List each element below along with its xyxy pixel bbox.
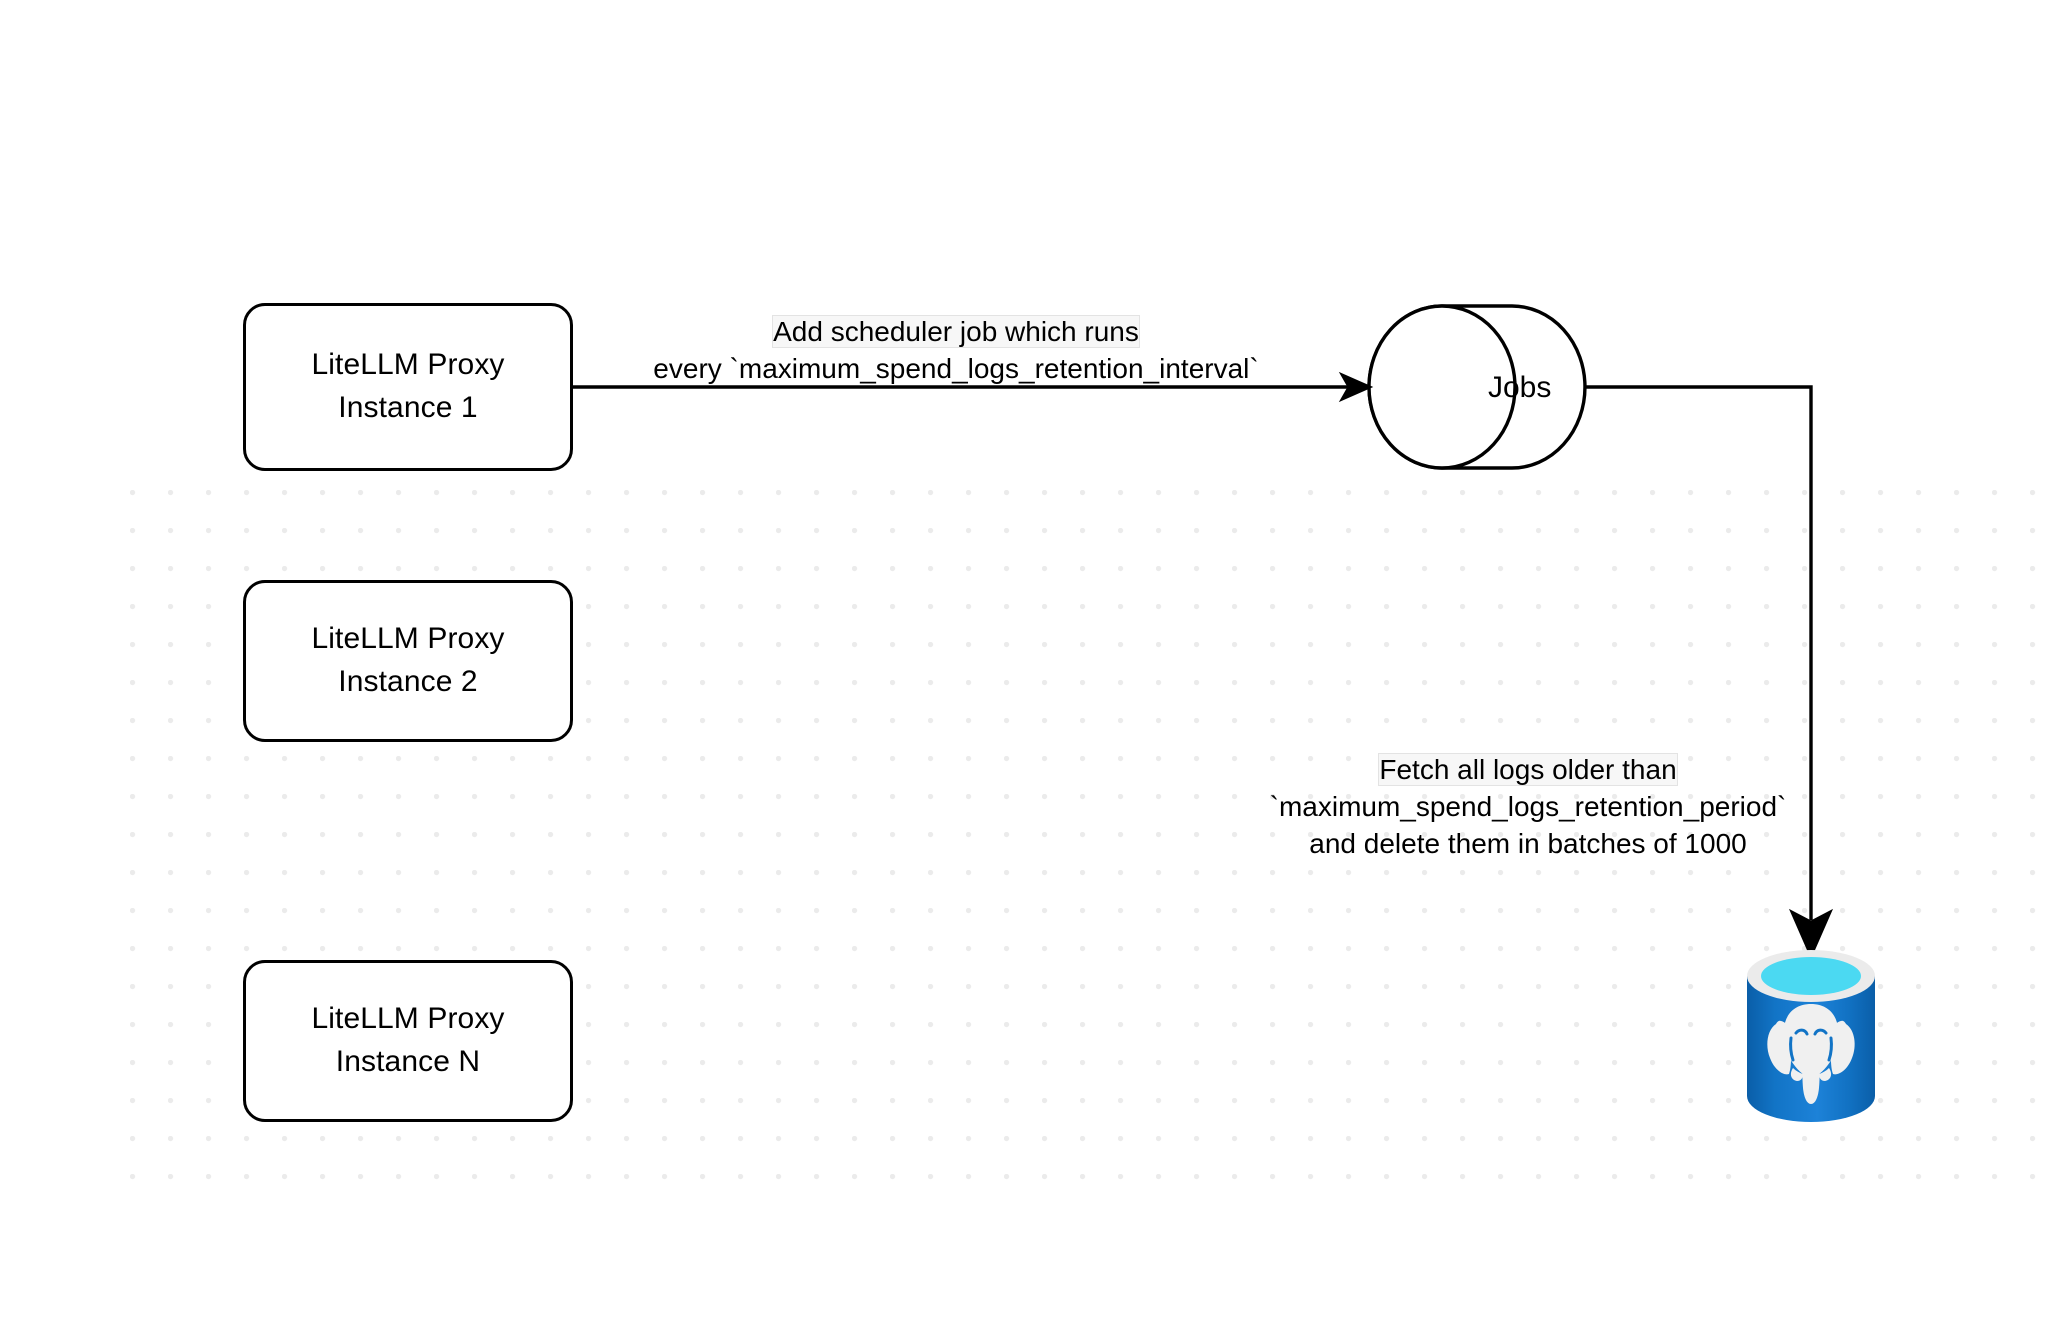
node-label-line1: LiteLLM Proxy [311,348,505,382]
edge-label-instance1-to-jobs: Add scheduler job which runs every `maxi… [616,313,1296,387]
node-label-line1: LiteLLM Proxy [311,1002,505,1036]
node-litellm-proxy-instance-2[interactable]: LiteLLM Proxy Instance 2 [243,580,573,742]
edge-jobs-to-postgres [1585,385,1834,960]
postgres-database-icon [1747,950,1875,1122]
node-litellm-proxy-instance-n[interactable]: LiteLLM Proxy Instance N [243,960,573,1122]
db-top-surface [1761,957,1861,995]
edge-instance1-to-jobs [572,371,1374,403]
jobs-cylinder-shape [1367,304,1587,470]
edge-label-line3: and delete them in batches of 1000 [1309,828,1747,860]
node-label-jobs: Jobs [1488,371,1552,404]
edge-label-line2: `maximum_spend_logs_retention_period` [1269,791,1787,823]
elephant-eye-details [1789,1028,1833,1062]
node-label-line2: Instance 1 [338,391,478,424]
node-label-line2: Instance 2 [338,665,478,698]
edge-label-line1-text: Add scheduler job which runs [773,316,1139,347]
node-label-line1: LiteLLM Proxy [311,622,505,656]
edge-label-line2: every `maximum_spend_logs_retention_inte… [653,353,1259,385]
node-litellm-proxy-instance-1[interactable]: LiteLLM Proxy Instance 1 [243,303,573,471]
node-label-line2: Instance N [335,1045,481,1078]
edge-label-jobs-to-postgres: Fetch all logs older than `maximum_spend… [1248,751,1808,863]
edge-label-line1: Fetch all logs older than [1248,751,1808,788]
edge-label-line1-text: Fetch all logs older than [1379,754,1677,785]
elephant-logo [1767,1004,1855,1104]
edge-label-line1: Add scheduler job which runs [616,313,1296,350]
